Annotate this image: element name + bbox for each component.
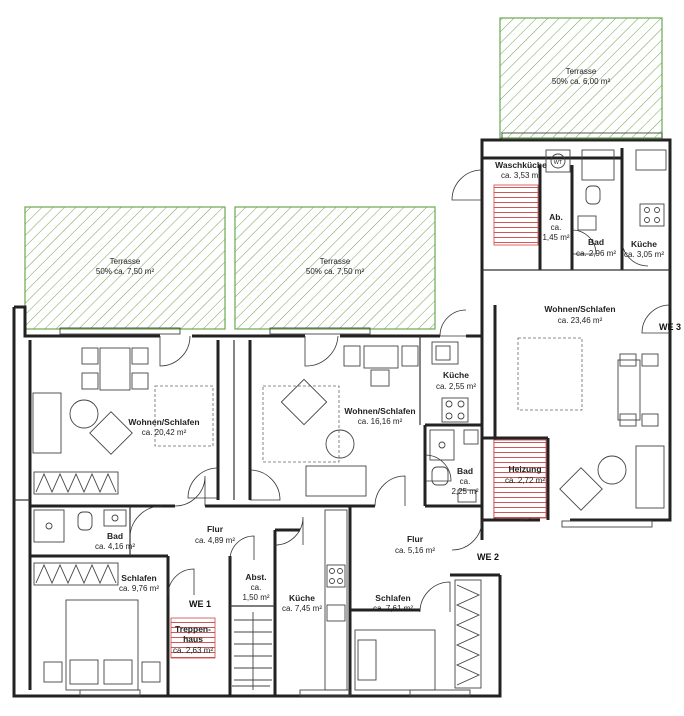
- wohnen-we1-name: Wohnen/Schlafen: [128, 417, 199, 427]
- wohnen-we3-area: ca. 23,46 m²: [558, 316, 603, 325]
- interior-walls: [30, 148, 670, 696]
- unit-label-we3: WE 3: [659, 322, 681, 332]
- kueche-we1-area: ca. 7,45 m²: [282, 604, 322, 613]
- bad-we2-area-2: 2,25 m²: [451, 487, 478, 496]
- flur-we1-name: Flur: [207, 524, 224, 534]
- furniture: [32, 132, 667, 697]
- bad-we3-area: ca. 2,96 m²: [576, 249, 616, 258]
- wohnen-we2-area: ca. 16,16 m²: [358, 417, 403, 426]
- abst-area-1: ca.: [251, 583, 262, 592]
- treppenhaus-name-2: haus: [183, 634, 203, 644]
- bad-we2-name: Bad: [457, 466, 473, 476]
- terrace-left-name: Terrasse: [110, 257, 141, 266]
- ab-name: Ab.: [549, 212, 563, 222]
- treppenhaus-name-1: Treppen-: [175, 624, 211, 634]
- treppenhaus-area: ca. 2,63 m²: [173, 646, 213, 655]
- kueche-we2-name: Küche: [443, 370, 469, 380]
- terrace-top-right-name: Terrasse: [566, 67, 597, 76]
- schlafen-we2-name: Schlafen: [375, 593, 410, 603]
- terrace-top-right-area: 50% ca. 6,00 m²: [552, 77, 611, 86]
- schlafen-we1-name: Schlafen: [121, 573, 156, 583]
- washer-label: WT: [554, 160, 563, 166]
- kueche-we1-name: Küche: [289, 593, 315, 603]
- terrace-left: [24, 206, 226, 330]
- bad-we3-name: Bad: [588, 237, 604, 247]
- abst-name: Abst.: [245, 572, 266, 582]
- waschkueche-area: ca. 3,53 m²: [501, 171, 541, 180]
- ab-area-2: 1,45 m²: [542, 233, 569, 242]
- treppenhaus-hatch: [170, 617, 216, 659]
- waschkueche-hatch: [493, 184, 539, 246]
- waschkueche-name: Waschküche: [495, 160, 547, 170]
- flur-we2-area: ca. 5,16 m²: [395, 546, 435, 555]
- kueche-we3-name: Küche: [631, 239, 657, 249]
- terrace-top-right: [499, 17, 663, 139]
- flur-we2-name: Flur: [407, 534, 424, 544]
- heizung-name: Heizung: [508, 464, 541, 474]
- wohnen-we1-area: ca. 20,42 m²: [142, 428, 187, 437]
- bad-we1-area: ca. 4,16 m²: [95, 542, 135, 551]
- bad-we1-name: Bad: [107, 531, 123, 541]
- outer-walls: [12, 138, 672, 698]
- kueche-we2-area: ca. 2,55 m²: [436, 382, 476, 391]
- terrace-middle-area: 50% ca. 7,50 m²: [306, 267, 365, 276]
- abst-area-2: 1,50 m²: [242, 593, 269, 602]
- schlafen-we1-area: ca. 9,76 m²: [119, 584, 159, 593]
- kueche-we3-area: ca. 3,05 m²: [624, 250, 664, 259]
- schlafen-we2-area: ca. 7,61 m²: [373, 604, 413, 613]
- wohnen-we2-name: Wohnen/Schlafen: [344, 406, 415, 416]
- flur-we1-area: ca. 4,89 m²: [195, 536, 235, 545]
- terrace-left-area: 50% ca. 7,50 m²: [96, 267, 155, 276]
- unit-label-we2: WE 2: [477, 552, 499, 562]
- terrace-middle: [234, 206, 436, 330]
- heizung-area: ca. 2,72 m²: [505, 476, 545, 485]
- wohnen-we3-name: Wohnen/Schlafen: [544, 304, 615, 314]
- heizung-hatch: [493, 439, 547, 519]
- bad-we2-area-1: ca.: [460, 477, 471, 486]
- ab-area-1: ca.: [551, 223, 562, 232]
- terrace-middle-name: Terrasse: [320, 257, 351, 266]
- unit-label-we1: WE 1: [189, 599, 211, 609]
